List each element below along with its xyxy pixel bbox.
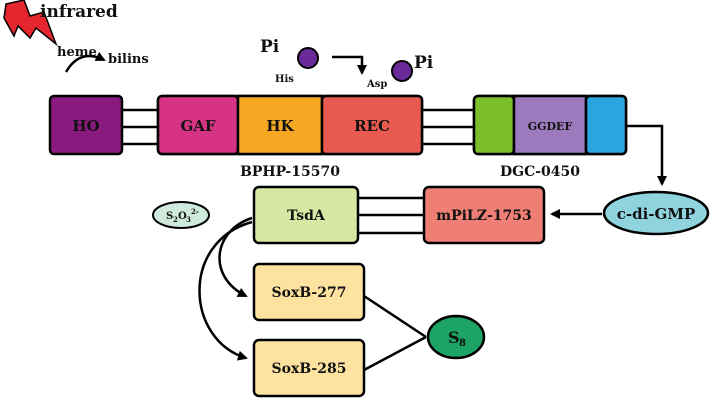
mpilz-label: mPiLZ-1753	[436, 208, 532, 224]
soxb285-node	[252, 338, 366, 398]
pi-right-circle	[391, 60, 413, 82]
dgc-blue-domain	[584, 94, 628, 156]
ggdef-domain-label: GGDEF	[528, 120, 573, 133]
thiosulfate-charge: 2-	[191, 207, 199, 216]
rec-domain-label: REC	[354, 117, 390, 135]
thiosulfate-s: S	[166, 211, 173, 222]
s8-node	[426, 314, 486, 360]
pi-right-label: Pi	[414, 53, 434, 73]
bphp-label: BPHP-15570	[240, 164, 340, 180]
lightning-shape	[3, 0, 58, 47]
tsda-node	[252, 185, 360, 245]
phosphotransfer-arrow	[332, 55, 367, 75]
bilins-label: bilins	[108, 52, 149, 67]
soxb277-to-s8-line	[363, 294, 427, 339]
heme-label: heme	[57, 45, 97, 60]
dgc-green-domain	[472, 94, 516, 156]
heme-to-bilins-arrow	[64, 51, 106, 73]
thiosulfate-o-subscript: 3	[186, 215, 191, 224]
soxb285-label: SoxB-285	[272, 361, 347, 377]
soxb277-label: SoxB-277	[272, 285, 347, 301]
ho-domain-label: HO	[72, 117, 99, 135]
s8-label: S	[448, 328, 460, 347]
pi-left-circle	[297, 47, 319, 69]
soxb285-to-s8-line	[363, 335, 427, 372]
c-di-gmp-label: c-di-GMP	[617, 205, 695, 223]
pi-left-label: Pi	[260, 37, 280, 57]
tsda-to-soxb285-arrow	[198, 220, 253, 361]
tsda-to-soxb277-arrow	[218, 216, 253, 298]
hk-domain-label: HK	[266, 117, 294, 135]
thiosulfate-o: O	[178, 211, 187, 222]
asp-label: Asp	[366, 79, 387, 90]
s8-subscript: 8	[459, 338, 466, 349]
ho-domain	[48, 94, 124, 156]
lightning-icon	[3, 0, 58, 47]
gaf-domain-label: GAF	[180, 117, 215, 135]
dgc-label: DGC-0450	[500, 164, 580, 180]
thiosulfate-s-subscript: 2	[173, 215, 178, 224]
thiosulfate-node	[152, 201, 210, 229]
his-label: His	[275, 74, 294, 85]
tsda-label: TsdA	[287, 208, 326, 224]
rec-domain	[320, 94, 424, 156]
infrared-label: infrared	[40, 2, 118, 22]
soxb277-node	[252, 262, 366, 322]
c-di-gmp-node	[602, 190, 710, 236]
ggdef-domain	[512, 94, 588, 156]
dgc-to-c-di-gmp-arrow	[626, 124, 667, 186]
